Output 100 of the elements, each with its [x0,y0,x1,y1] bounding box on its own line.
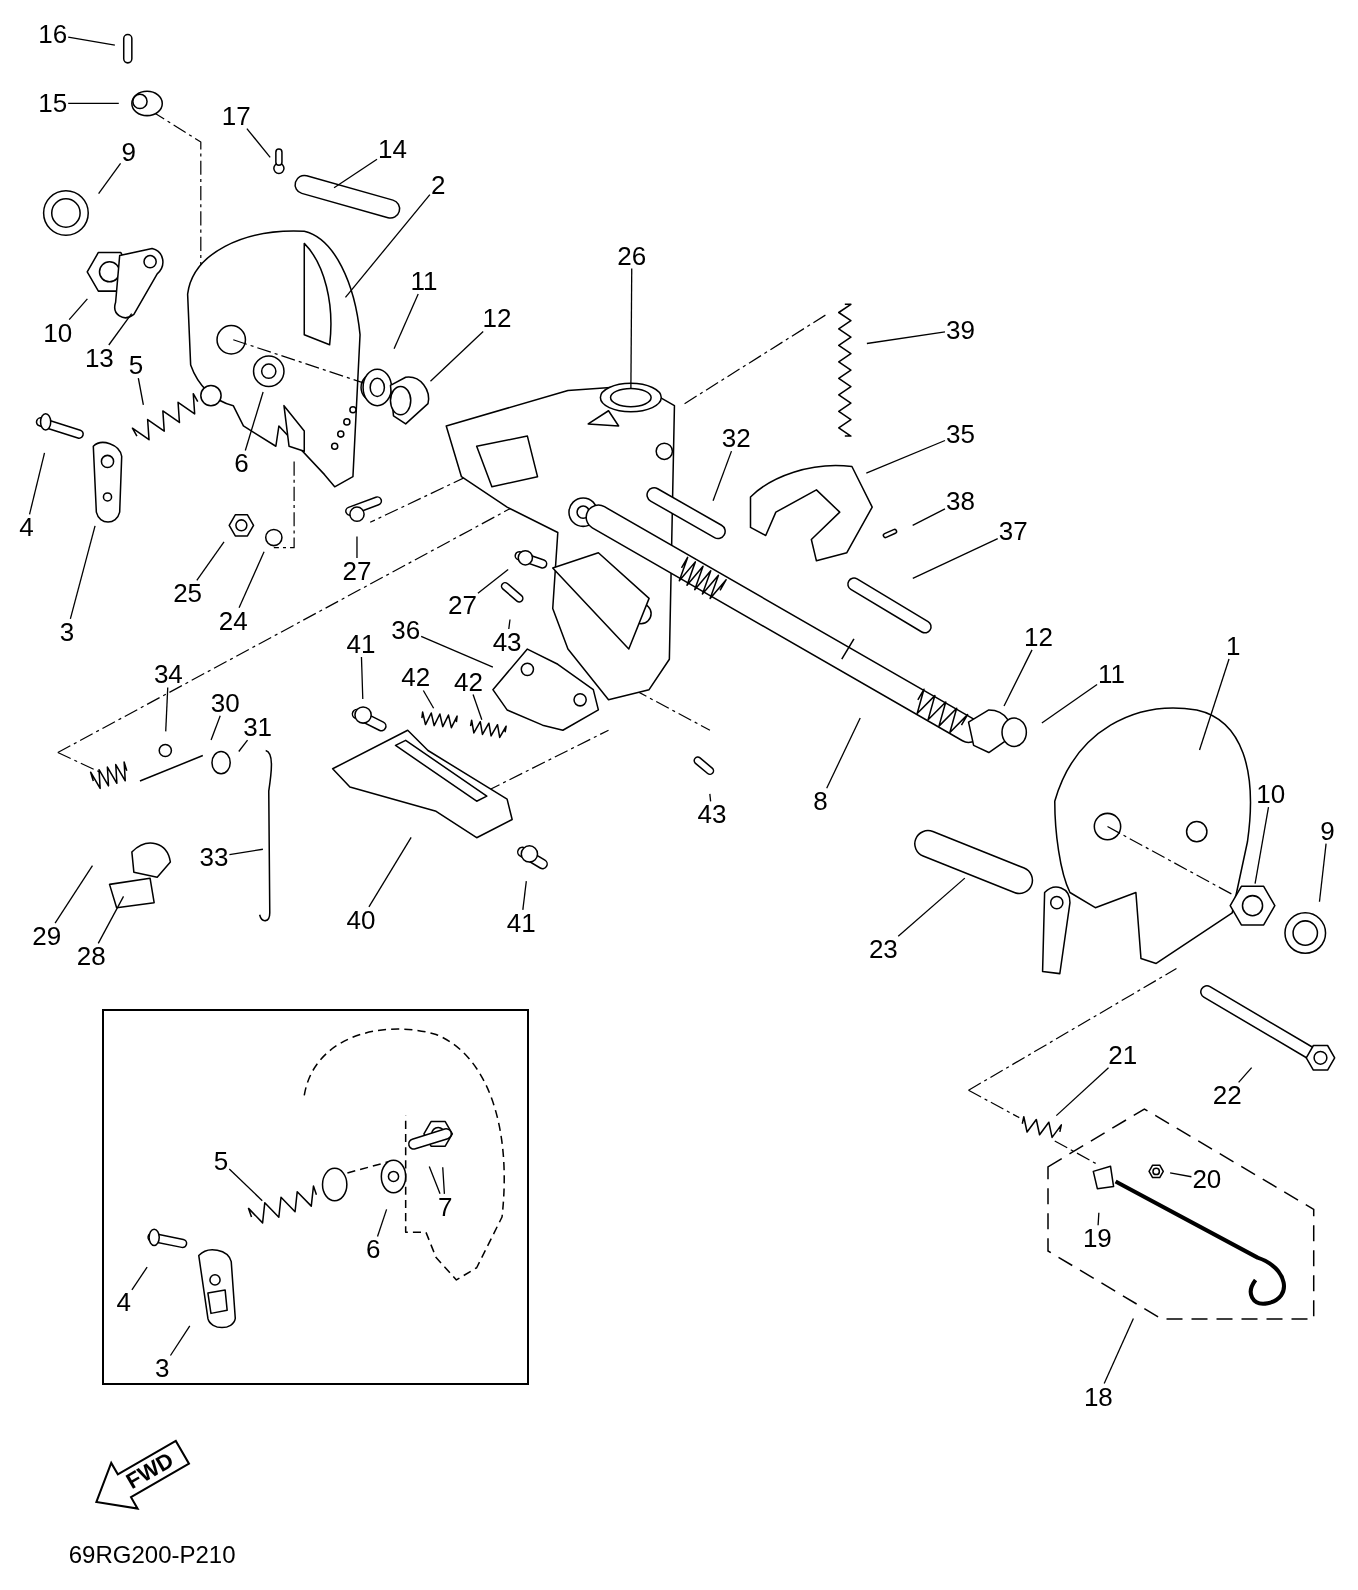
figure-code: 69RG200-P210 [68,1540,236,1569]
leader-line [97,895,125,945]
leader-line [630,267,633,390]
leader-line [1055,1067,1110,1117]
leader-line [165,686,169,732]
leader-line [428,1165,441,1195]
leader-line [131,1266,148,1291]
leader-line [420,635,494,668]
callout-number: 11 [409,267,439,294]
callout-number: 1 [1225,633,1242,660]
leader-line [108,312,133,346]
callout-number: 40 [345,906,377,933]
callout-number: 12 [1023,623,1054,650]
callout-number: 38 [945,488,976,514]
leader-line [477,568,509,594]
callout-number: 25 [172,580,204,607]
leader-line [1198,658,1230,751]
leader-line [522,880,527,911]
callout-number: 16 [37,21,69,48]
callout-number: 37 [997,518,1029,545]
callout-number: 17 [220,102,252,129]
leader-line [244,391,264,452]
callout-number: 22 [1211,1082,1243,1109]
leader-line [1003,649,1033,707]
callout-number: 18 [1082,1383,1114,1410]
leader-line [472,693,483,721]
group-outline [1047,1108,1314,1319]
callout-number: 28 [75,943,107,970]
leader-line [1097,1212,1100,1226]
leader-line [97,162,122,195]
callout-number: 33 [198,844,230,870]
leader-line [344,193,431,298]
leader-line [356,535,358,559]
callout-number: 41 [505,909,537,936]
leader-line [866,331,946,345]
callout-number: 2 [429,171,447,198]
callout-number: 42 [400,664,432,691]
callout-number: 4 [115,1289,132,1316]
leader-line [1041,683,1098,724]
callout-number: 5 [127,352,145,379]
callout-number: 42 [453,668,484,695]
callout-number: 43 [696,801,728,828]
callout-number: 24 [217,607,249,634]
leader-line [210,715,221,741]
callout-number: 30 [209,689,241,716]
leader-line [228,1168,263,1202]
leader-line [1254,806,1270,885]
callout-number: 27 [341,558,373,584]
callout-number: 6 [364,1236,382,1263]
leader-line [865,439,946,474]
callout-number: 34 [152,661,184,688]
leader-line [712,450,733,502]
leader-line [360,656,364,700]
leader-line [137,377,144,406]
callout-number: 9 [1319,817,1336,844]
leader-line [69,525,96,620]
leader-line [897,877,966,937]
leader-line [1103,1317,1135,1385]
leader-line [68,298,89,321]
callout-number: 15 [37,90,69,117]
callout-number: 32 [720,425,752,452]
callout-number: 8 [812,788,829,815]
callout-number: 11 [1097,661,1127,688]
leader-line [238,551,265,609]
leader-line [368,836,412,908]
leader-line [709,793,712,803]
leader-line [508,618,511,630]
leader-line [169,1325,191,1357]
callout-number: 23 [867,936,899,963]
callout-number: 14 [377,136,408,163]
leader-line [429,330,484,382]
callout-number: 10 [42,319,74,346]
callout-number: 35 [945,421,976,448]
leader-line [393,293,419,350]
leader-line [1318,842,1327,903]
leader-line [442,1166,446,1195]
callout-number: 19 [1081,1225,1113,1252]
leader-line [246,127,271,158]
callout-number: 12 [481,305,513,332]
callout-number: 13 [83,345,115,371]
callout-number: 31 [242,714,274,741]
leader-line [1238,1066,1253,1083]
leader-line [912,508,946,526]
callout-number: 6 [233,450,250,477]
leader-line [28,452,46,516]
callout-number: 3 [154,1355,171,1382]
callout-number: 26 [616,242,648,269]
leader-line [228,848,264,856]
leader-line [376,1208,388,1238]
callout-number: 21 [1107,1041,1139,1068]
callout-number: 5 [212,1148,230,1175]
callout-number: 36 [390,616,422,643]
callout-number: 9 [120,139,138,166]
leader-line [333,158,378,189]
leader-line [826,717,861,789]
leader-line [422,689,435,709]
leader-line [54,864,94,924]
inset-frame [102,1009,530,1386]
leader-line [912,538,999,579]
leader-line [1169,1172,1193,1178]
